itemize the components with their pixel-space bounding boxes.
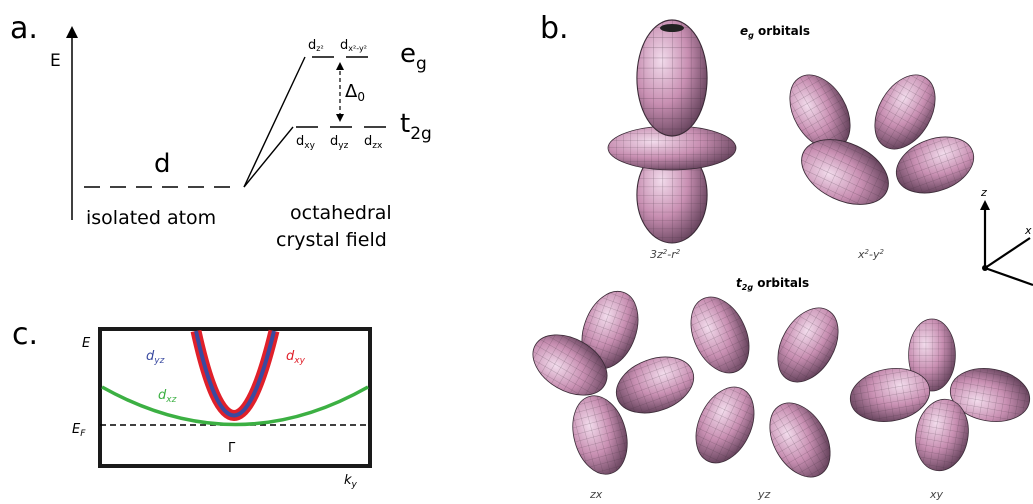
orbital-xy-caption: xy	[929, 488, 944, 501]
energy-axis-label: E	[50, 51, 61, 71]
orbital-zx-caption: zx	[589, 488, 603, 501]
panel-b: b. eg orbitals t2g orbitals 3z2-r2 x2-y2	[521, 11, 1033, 501]
eg-connector	[243, 56, 306, 188]
ky-axis-label: ky	[344, 473, 358, 490]
splitting-label: Δ0	[345, 81, 365, 104]
panel-b-label: b.	[540, 11, 569, 46]
x-axis-label: x	[1024, 224, 1032, 237]
band-dxz-label: dxz	[158, 388, 177, 405]
splitting-arrow-head-up	[336, 62, 344, 70]
isolated-d-label: d	[154, 149, 171, 179]
orbital-dzx-label: dzx	[364, 134, 383, 151]
t2g-label: t2g	[400, 109, 432, 144]
coordinate-axes: z x	[980, 186, 1033, 287]
t2g-orbitals-header: t2g orbitals	[736, 276, 809, 292]
orbital-xy	[845, 318, 1033, 476]
orbital-3z2-r2-caption: 3z2-r2	[650, 248, 681, 261]
panel-c-label: c.	[12, 317, 38, 352]
band-energy-label: E	[82, 336, 91, 351]
panel-c: c. E EF ky dyz dxy dxz Γ	[12, 317, 372, 490]
band-dxz	[101, 385, 369, 427]
orbital-yz-caption: yz	[757, 488, 771, 501]
panel-a: a. E d isolated atom dz² dx²-y² eg Δ0 dx…	[10, 11, 432, 251]
orbital-zx	[521, 283, 702, 481]
gamma-point-label: Γ	[228, 441, 236, 456]
band-dxy-label: dxy	[286, 349, 306, 366]
orbital-x2-y2	[776, 63, 982, 218]
band-plot-frame	[98, 327, 372, 468]
y-axis	[984, 266, 1033, 287]
orbital-dxy-label: dxy	[296, 134, 316, 151]
octahedral-caption-1: octahedral	[290, 202, 392, 224]
eg-label: eg	[400, 39, 427, 74]
splitting-arrow-head-down	[336, 114, 344, 122]
band-dyz-label: dyz	[146, 349, 165, 366]
orbital-x2-y2-caption: x2-y2	[857, 248, 884, 261]
panel-a-label: a.	[10, 11, 38, 46]
octahedral-caption-2: crystal field	[276, 229, 387, 251]
orbital-dyz-label: dyz	[330, 134, 349, 151]
orbital-dz2-label: dz²	[308, 38, 324, 53]
eg-orbitals-header: eg orbitals	[740, 24, 810, 40]
band-dyz	[194, 330, 276, 418]
isolated-atom-caption: isolated atom	[86, 207, 216, 229]
orbital-3z2-r2	[607, 19, 737, 244]
x-axis	[984, 237, 1031, 269]
fermi-level-label: EF	[72, 422, 86, 439]
z-axis-label: z	[980, 186, 987, 199]
t2g-connector	[243, 126, 294, 188]
orbital-yz	[679, 287, 852, 489]
orbital-dx2y2-label: dx²-y²	[340, 38, 367, 53]
